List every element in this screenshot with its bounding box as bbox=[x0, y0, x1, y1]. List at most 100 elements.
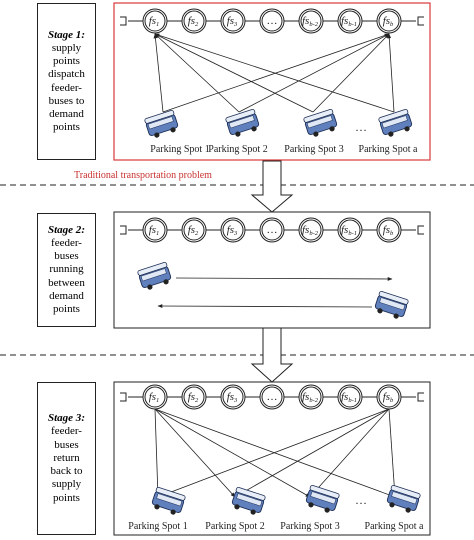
stage-3-description-line: back to bbox=[50, 465, 83, 478]
stage-1-description-line: dispatch bbox=[48, 68, 85, 81]
stop-label: fsb-2 bbox=[302, 391, 319, 404]
stop-ellipsis-node: … bbox=[259, 384, 285, 410]
stage-2-description-line: between bbox=[48, 276, 85, 289]
bus-wheel bbox=[250, 509, 256, 515]
stage-3-description-line: return bbox=[53, 451, 80, 464]
stop-inner-ring bbox=[378, 386, 400, 408]
stop-fs-b-1-node: fsb-1 bbox=[337, 8, 363, 34]
stop-inner-ring bbox=[300, 219, 322, 241]
bus-windows bbox=[236, 493, 263, 507]
stage-1-bus-icon bbox=[303, 109, 338, 137]
stage-1-dispatch-arrow bbox=[153, 33, 164, 113]
stage-1-to-2-arrow bbox=[250, 160, 294, 213]
stage-1-bus-icon bbox=[225, 109, 260, 137]
parking-ellipsis: … bbox=[355, 493, 367, 507]
stage-2-description-line: buses bbox=[54, 250, 79, 263]
stage-3-description-line: buses bbox=[54, 438, 79, 451]
stop-label: fsb-1 bbox=[341, 224, 357, 237]
stage-1-description-line: demand bbox=[49, 107, 84, 120]
bus-roof bbox=[309, 485, 340, 499]
bus-windows bbox=[156, 493, 183, 507]
route-end-terminal bbox=[417, 16, 424, 26]
stop-ellipsis-node: … bbox=[259, 8, 285, 34]
route-end-terminal bbox=[417, 225, 424, 235]
stop-inner-ring bbox=[339, 219, 361, 241]
stage-1-dispatch-arrow bbox=[154, 33, 240, 113]
route-start-terminal bbox=[120, 392, 127, 402]
bus-roof bbox=[137, 262, 168, 276]
stage-3-description-line: points bbox=[53, 491, 80, 504]
stop-fs-b-2-node: fsb-2 bbox=[298, 217, 324, 243]
stop-inner-ring bbox=[300, 10, 322, 32]
bus-wheel bbox=[170, 127, 176, 133]
stage-1-bus-icon bbox=[144, 110, 179, 138]
bus-wheel bbox=[163, 279, 169, 285]
bus-wheel bbox=[377, 308, 383, 314]
stop-label: fs3 bbox=[227, 224, 238, 237]
stop-fs1-node: fs1 bbox=[142, 217, 168, 243]
stop-inner-ring bbox=[339, 10, 361, 32]
stop-label: fs3 bbox=[227, 15, 238, 28]
bus-wheel bbox=[389, 502, 395, 508]
bus-wheel bbox=[147, 284, 153, 290]
stop-fs3-node: fs3 bbox=[220, 217, 246, 243]
stop-inner-ring bbox=[261, 10, 283, 32]
stage-1-description-line: points bbox=[53, 55, 80, 68]
stop-label: fs2 bbox=[188, 391, 199, 404]
stop-fs-b-1-node: fsb-1 bbox=[337, 217, 363, 243]
stop-label: fs1 bbox=[149, 224, 160, 237]
route-end-terminal bbox=[417, 392, 424, 402]
stage-1-dispatch-arrow bbox=[154, 33, 395, 113]
stage-3-bus-icon bbox=[386, 485, 421, 513]
bus-wheel bbox=[170, 509, 176, 515]
bus-wheel bbox=[329, 126, 335, 132]
stop-label: fs2 bbox=[188, 224, 199, 237]
stop-label: fs2 bbox=[188, 15, 199, 28]
stop-fs3-node: fs3 bbox=[220, 8, 246, 34]
stop-label: fsb bbox=[383, 391, 394, 404]
stop-label: fsb-1 bbox=[341, 391, 357, 404]
stage-2-description-line: points bbox=[53, 303, 80, 315]
bus-wheel bbox=[393, 313, 399, 319]
stage-3-return-arrow bbox=[154, 408, 160, 498]
stop-label: fs1 bbox=[149, 391, 160, 404]
stop-ellipsis-label: … bbox=[267, 391, 278, 403]
stop-ellipsis-node: … bbox=[259, 217, 285, 243]
stage-2-forward-arrow bbox=[175, 277, 393, 281]
stop-fs1-node: fs1 bbox=[142, 8, 168, 34]
stop-inner-ring bbox=[183, 386, 205, 408]
bus-roof bbox=[378, 291, 409, 305]
stage-3-bus-icon bbox=[305, 485, 340, 513]
stage-3-return-arrow bbox=[154, 408, 236, 498]
stop-inner-ring bbox=[300, 386, 322, 408]
bus-wheel bbox=[313, 131, 319, 137]
bus-windows bbox=[306, 115, 333, 129]
stage-3-description-line: feeder- bbox=[51, 425, 82, 438]
stop-ellipsis-label: … bbox=[267, 15, 278, 27]
bus-roof bbox=[378, 109, 409, 123]
bus-windows bbox=[147, 116, 174, 130]
bus-windows bbox=[228, 115, 255, 129]
stop-fs-b-2-node: fsb-2 bbox=[298, 384, 324, 410]
stage-1-panel bbox=[113, 2, 431, 161]
stop-inner-ring bbox=[378, 10, 400, 32]
stop-fs2-node: fs2 bbox=[181, 217, 207, 243]
stop-inner-ring bbox=[183, 219, 205, 241]
parking-spot-label: Parking Spot 2 bbox=[208, 144, 267, 155]
annotation-traditional-transportation-problem: Traditional transportation problem bbox=[74, 170, 212, 181]
route-start-terminal bbox=[120, 16, 127, 26]
stop-label: fsb-1 bbox=[341, 15, 357, 28]
stop-fs-b-node: fsb bbox=[376, 217, 402, 243]
stage-3-return-arrow bbox=[388, 408, 397, 498]
stop-fs2-node: fs2 bbox=[181, 384, 207, 410]
stage-1-dispatch-arrow bbox=[154, 33, 314, 113]
stop-inner-ring bbox=[144, 219, 166, 241]
stage-3-return-arrow bbox=[309, 408, 390, 498]
bus-roof bbox=[144, 110, 175, 124]
parking-spot-label: Parking Spot a bbox=[359, 144, 418, 155]
